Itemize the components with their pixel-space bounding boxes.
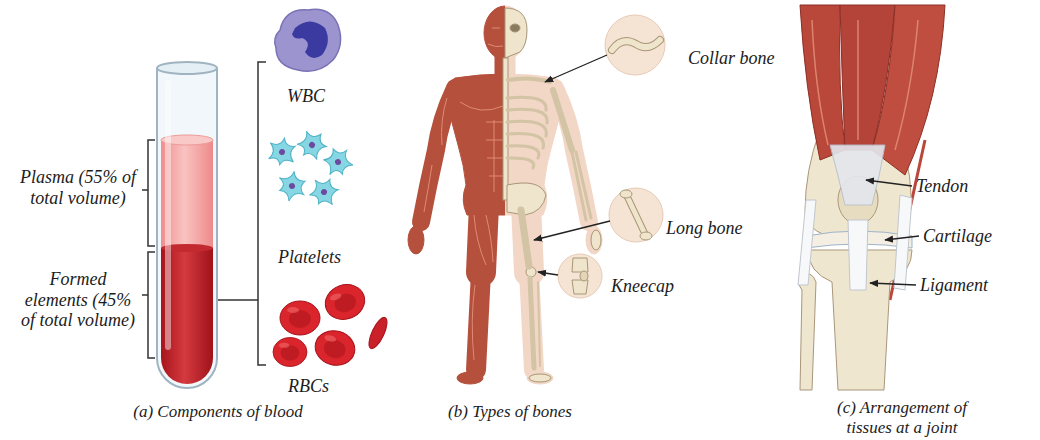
muscle-lines [424,28,503,360]
cell-label: Platelets [278,247,341,268]
skeleton-bones [507,78,591,368]
bone-inset [558,254,602,298]
bone-inset [609,188,663,242]
leader-arrow [866,180,919,285]
bone-inset [605,15,665,75]
test-tube [157,62,217,388]
cell-label: RBCs [288,376,329,397]
bone-label: Kneecap [611,276,674,297]
cell-label: WBC [287,86,325,107]
knee-joint [798,5,945,390]
wbc-cell [275,9,341,71]
tissue-label: Tendon [916,176,968,197]
platelet-cells [267,126,355,209]
human-figure [408,6,602,384]
component-label: Formed elements (45% of total volume) [19,269,137,331]
bracket [142,62,266,365]
rbc-cells [273,279,391,369]
bone-label: Collar bone [688,48,775,69]
leader-arrow [534,55,610,275]
panel-caption: (c) Arrangement of tissues at a joint [827,398,977,437]
tissue-label: Ligament [920,275,988,296]
component-label: Plasma (55% of total volume) [19,167,137,208]
bone-label: Long bone [666,218,743,239]
tissue-label: Cartilage [923,226,992,247]
panel-caption: (b) Types of bones [448,402,572,422]
panel-caption: (a) Components of blood [133,402,303,422]
